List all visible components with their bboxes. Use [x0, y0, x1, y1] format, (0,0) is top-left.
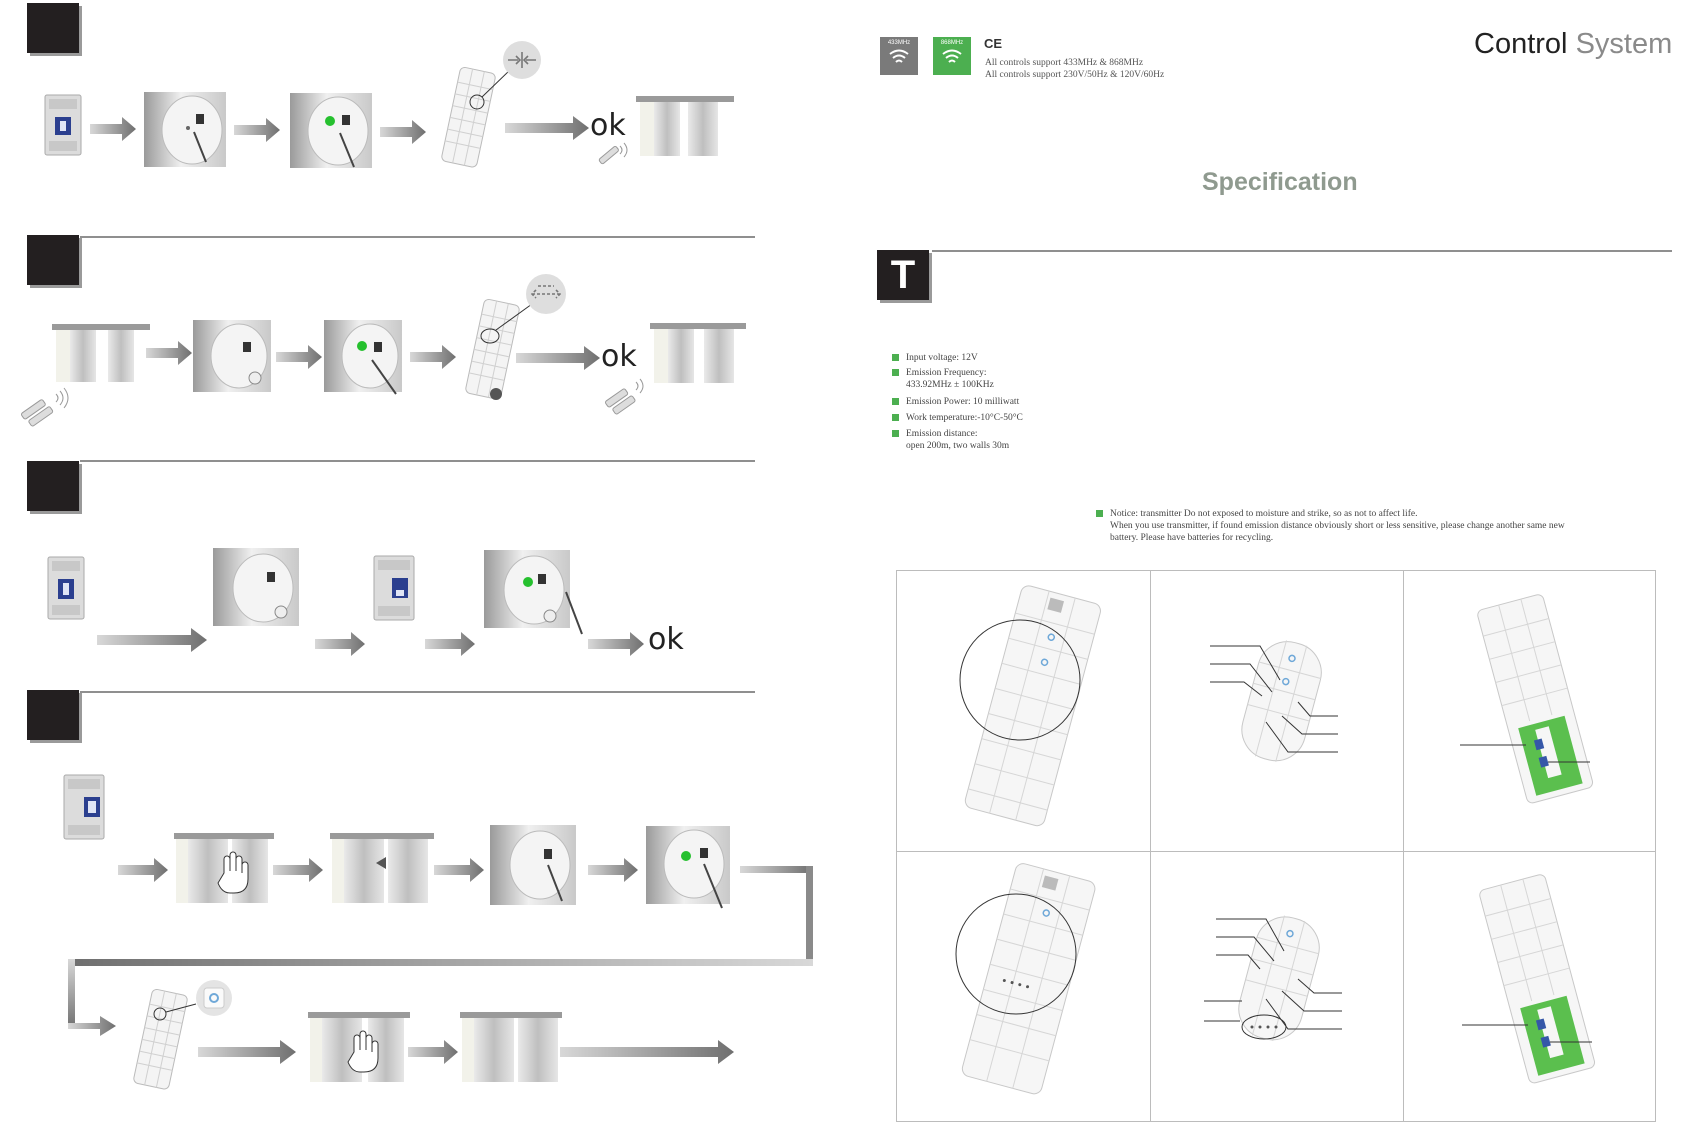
step-block-3	[27, 461, 79, 511]
notice-line-3: battery. Please have batteries for recyc…	[1110, 533, 1274, 543]
arrow-icon	[234, 118, 280, 142]
remote-back-diagram	[1462, 874, 1596, 1084]
remote-front-diagram	[959, 585, 1101, 827]
ok-label: ok	[590, 108, 626, 143]
circuit-breaker-icon	[44, 94, 82, 156]
arrow-icon	[90, 117, 136, 141]
remote-signal-icon	[605, 378, 644, 415]
motor-icon	[144, 92, 226, 167]
curtain-icon	[52, 324, 150, 382]
spec-item-temperature: Work temperature:-10°C-50°C	[892, 412, 1023, 424]
remote-callout-diagram	[1210, 640, 1338, 762]
wireless-icon	[942, 49, 962, 63]
remote-signal-icon	[598, 142, 628, 165]
badge-433mhz: 433MHz	[880, 37, 918, 75]
curtain-hand-icon	[308, 1012, 410, 1082]
notice-line-1: Notice: transmitter Do not exposed to mo…	[1110, 509, 1418, 519]
badge-868mhz: 868MHz	[933, 37, 971, 75]
wireless-icon	[889, 49, 909, 63]
page-title-sub: System	[1575, 28, 1673, 60]
curtain-icon	[460, 1012, 562, 1082]
circuit-breaker-icon	[47, 556, 85, 620]
arrow-icon	[425, 632, 475, 656]
long-arrow-icon	[505, 116, 589, 140]
arrow-icon	[146, 341, 192, 365]
motor-led-icon	[484, 550, 583, 635]
divider-line-4	[80, 691, 755, 693]
spec-item-frequency: Emission Frequency: 433.92MHz ± 100KHz	[892, 367, 994, 391]
arrow-icon	[588, 858, 638, 882]
support-line-1: All controls support 433MHz & 868MHz	[985, 58, 1144, 68]
notice: Notice: transmitter Do not exposed to mo…	[1096, 508, 1656, 544]
step-block-4	[27, 690, 79, 740]
ok-label: ok	[648, 622, 684, 657]
page-title-main: Control	[1474, 28, 1568, 60]
ce-mark: CE	[984, 36, 1003, 51]
motor-icon	[490, 825, 576, 905]
arrow-icon	[315, 628, 325, 629]
arrow-icon	[434, 858, 484, 882]
remote-control-icon	[465, 274, 566, 400]
bullet-icon	[892, 369, 899, 377]
divider-line-3	[80, 460, 755, 462]
remote-callout-diagram	[1204, 915, 1342, 1041]
bullet-icon	[892, 414, 899, 422]
remote-control-icon	[133, 980, 232, 1090]
arrow-icon	[408, 1040, 458, 1064]
long-arrow-icon	[516, 346, 600, 370]
circuit-breaker-icon	[63, 774, 105, 840]
motor-led-icon	[324, 320, 402, 395]
notice-line-2: When you use transmitter, if found emiss…	[1110, 521, 1565, 531]
remote-control-icon	[441, 41, 541, 168]
page-title: Control System	[1474, 28, 1672, 61]
curtain-icon	[650, 323, 746, 383]
divider-line-2	[80, 236, 755, 238]
circuit-breaker-icon	[373, 555, 415, 621]
arrow-icon	[276, 345, 322, 369]
arrow-icon	[273, 858, 323, 882]
bullet-icon	[892, 398, 899, 406]
section-letter: T	[890, 253, 916, 297]
bullet-icon	[1096, 510, 1103, 518]
remote-diagram-grid	[896, 570, 1656, 1122]
arrow-icon	[588, 632, 644, 656]
connector-path	[68, 866, 813, 1036]
spec-item-distance: Emission distance: open 200m, two walls …	[892, 428, 1009, 452]
bullet-icon	[892, 430, 899, 438]
spec-item-voltage: Input voltage: 12V	[892, 352, 978, 364]
long-arrow-icon	[97, 628, 207, 652]
spec-divider	[932, 250, 1672, 252]
remote-signal-icon	[21, 387, 69, 427]
curtain-hand-icon	[174, 833, 274, 903]
curtain-icon	[330, 833, 434, 903]
motor-led-icon	[290, 93, 372, 168]
long-arrow-icon	[560, 1040, 734, 1064]
arrow-icon	[315, 632, 365, 656]
arrow-icon	[410, 345, 456, 369]
arrow-icon	[380, 120, 426, 144]
motor-icon	[193, 320, 271, 392]
remote-front-diagram	[955, 863, 1096, 1095]
ok-label: ok	[601, 339, 637, 374]
step-block-1	[27, 3, 79, 53]
arrow-icon	[118, 858, 168, 882]
specification-heading: Specification	[1202, 168, 1358, 196]
remote-back-diagram	[1460, 594, 1594, 804]
motor-icon	[213, 548, 299, 626]
step-block-2	[27, 235, 79, 285]
support-line-2: All controls support 230V/50Hz & 120V/60…	[985, 70, 1165, 80]
long-arrow-icon	[97, 625, 107, 626]
long-arrow-icon	[198, 1040, 296, 1064]
section-t-block: T	[877, 250, 929, 300]
curtain-icon	[636, 96, 734, 156]
spec-item-power: Emission Power: 10 milliwatt	[892, 396, 1019, 408]
bullet-icon	[892, 354, 899, 362]
motor-led-icon	[646, 826, 730, 909]
